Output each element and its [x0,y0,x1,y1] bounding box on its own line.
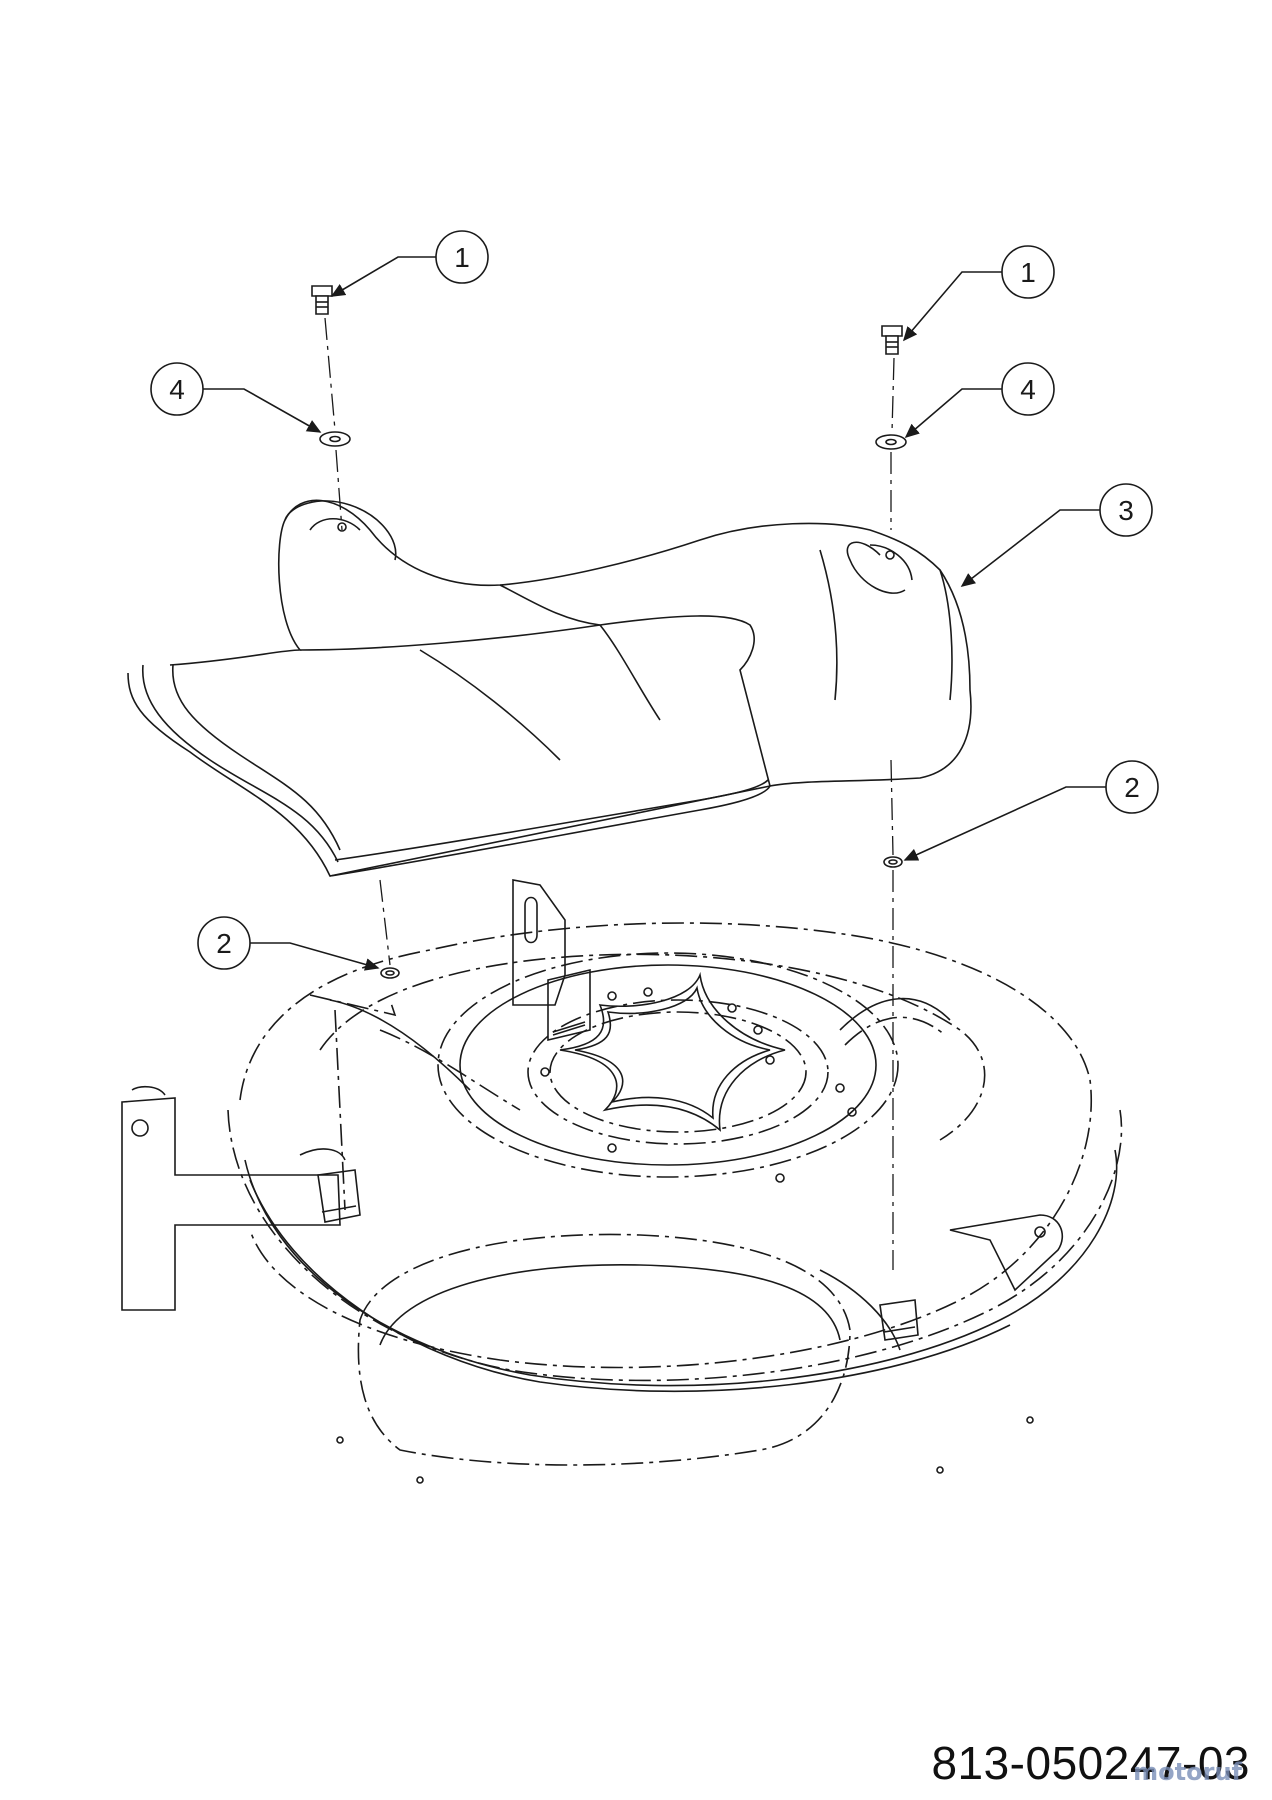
callout-label-washer-left: 4 [169,374,185,405]
callout-label-nut-left: 2 [216,928,232,959]
mower-deck [121,879,1123,1484]
bolt-left [311,285,333,315]
discharge-chute [127,499,972,877]
nut-left [380,967,400,979]
callout-label-chute: 3 [1118,495,1134,526]
callout-label-bolt-right: 1 [1020,257,1036,288]
nut-right [883,856,903,868]
callout-nut-right: 2 [903,760,1159,861]
callout-chute: 3 [960,483,1153,587]
callout-label-bolt-left: 1 [454,242,470,273]
callout-bolt-right: 1 [902,245,1055,342]
watermark-logo: motoruf [1133,1758,1242,1786]
drawing-number: 813-050247-03 [931,1737,1250,1789]
callout-washer-left: 4 [150,362,322,433]
washer-left [319,431,351,447]
callout-washer-right: 4 [904,362,1055,439]
callout-label-nut-right: 2 [1124,772,1140,803]
assembly-axis-lines [324,317,895,1270]
callout-label-washer-right: 4 [1020,374,1036,405]
washer-right [875,434,907,450]
bolt-right [881,325,903,355]
callout-nut-left: 2 [197,916,380,971]
callout-bolt-left: 1 [330,230,489,297]
